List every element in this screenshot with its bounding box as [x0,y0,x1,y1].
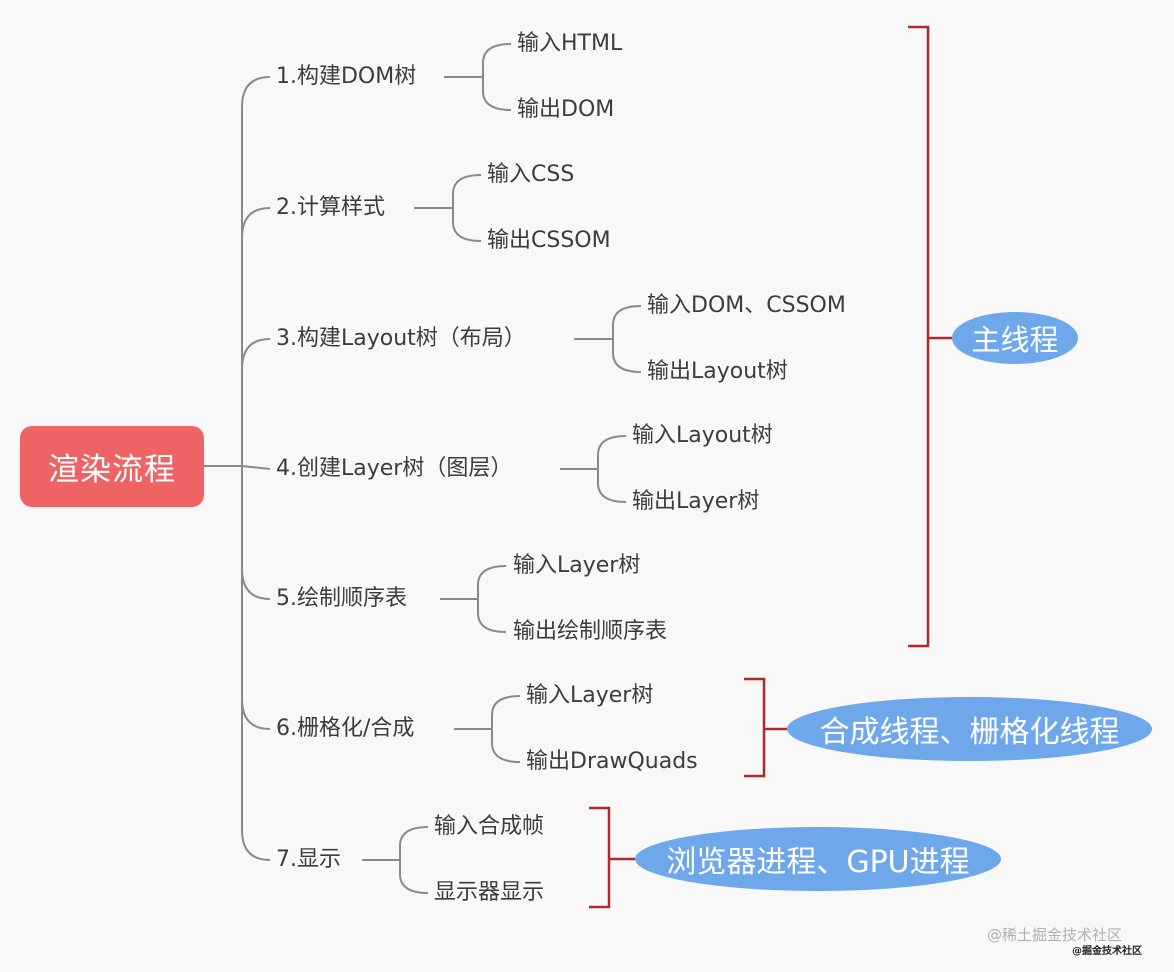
trunk-link [241,466,271,600]
child-2-1[interactable]: 输入CSS [487,162,575,187]
group-bracket [908,25,930,648]
trunk-link [241,207,271,466]
child-brace [452,174,482,242]
group-label: 合成线程、栅格化线程 [819,715,1120,750]
watermark: @稀土掘金技术社区 [987,926,1123,944]
trunk-link [241,466,271,861]
child-brace [399,826,429,894]
group-label: 主线程 [971,323,1059,357]
child-5-1[interactable]: 输入Layer树 [513,553,641,578]
branch-5[interactable]: 5.绘制顺序表 [276,586,407,611]
child-brace [491,695,521,763]
child-7-1[interactable]: 输入合成帧 [434,814,545,839]
trunk-link [241,76,271,466]
branch-6[interactable]: 6.栅格化/合成 [276,716,415,741]
group-node-1[interactable]: 主线程 [952,312,1078,364]
group-label: 浏览器进程、GPU进程 [666,845,970,880]
branch-4[interactable]: 4.创建Layer树（图层） [276,456,513,481]
child-4-1[interactable]: 输入Layout树 [632,423,773,448]
child-brace [477,565,507,633]
group-bracket [589,806,611,909]
group-node-3[interactable]: 浏览器进程、GPU进程 [635,827,1001,891]
child-1-1[interactable]: 输入HTML [517,31,623,56]
child-7-2[interactable]: 显示器显示 [434,880,545,905]
group-bracket [744,677,766,778]
child-4-2[interactable]: 输出Layer树 [632,489,760,514]
child-1-2[interactable]: 输出DOM [517,97,615,122]
watermark-sub: @掘金技术社区 [1072,946,1142,957]
child-brace [482,43,512,111]
branch-7[interactable]: 7.显示 [276,847,341,872]
trunk-link [241,465,271,470]
group-node-2[interactable]: 合成线程、栅格化线程 [787,697,1152,761]
child-brace [612,305,642,373]
root-node[interactable]: 渲染流程 [20,426,204,507]
child-2-2[interactable]: 输出CSSOM [487,228,611,253]
child-6-2[interactable]: 输出DrawQuads [526,749,698,774]
root-label: 渲染流程 [48,452,176,488]
child-3-1[interactable]: 输入DOM、CSSOM [647,293,846,318]
branch-2[interactable]: 2.计算样式 [276,195,385,220]
trunk-link [241,338,271,466]
branch-1[interactable]: 1.构建DOM树 [276,64,417,89]
child-3-2[interactable]: 输出Layout树 [647,359,788,384]
child-6-1[interactable]: 输入Layer树 [526,683,654,708]
child-5-2[interactable]: 输出绘制顺序表 [513,619,668,644]
branch-3[interactable]: 3.构建Layout树（布局） [276,326,526,351]
child-brace [597,435,627,503]
